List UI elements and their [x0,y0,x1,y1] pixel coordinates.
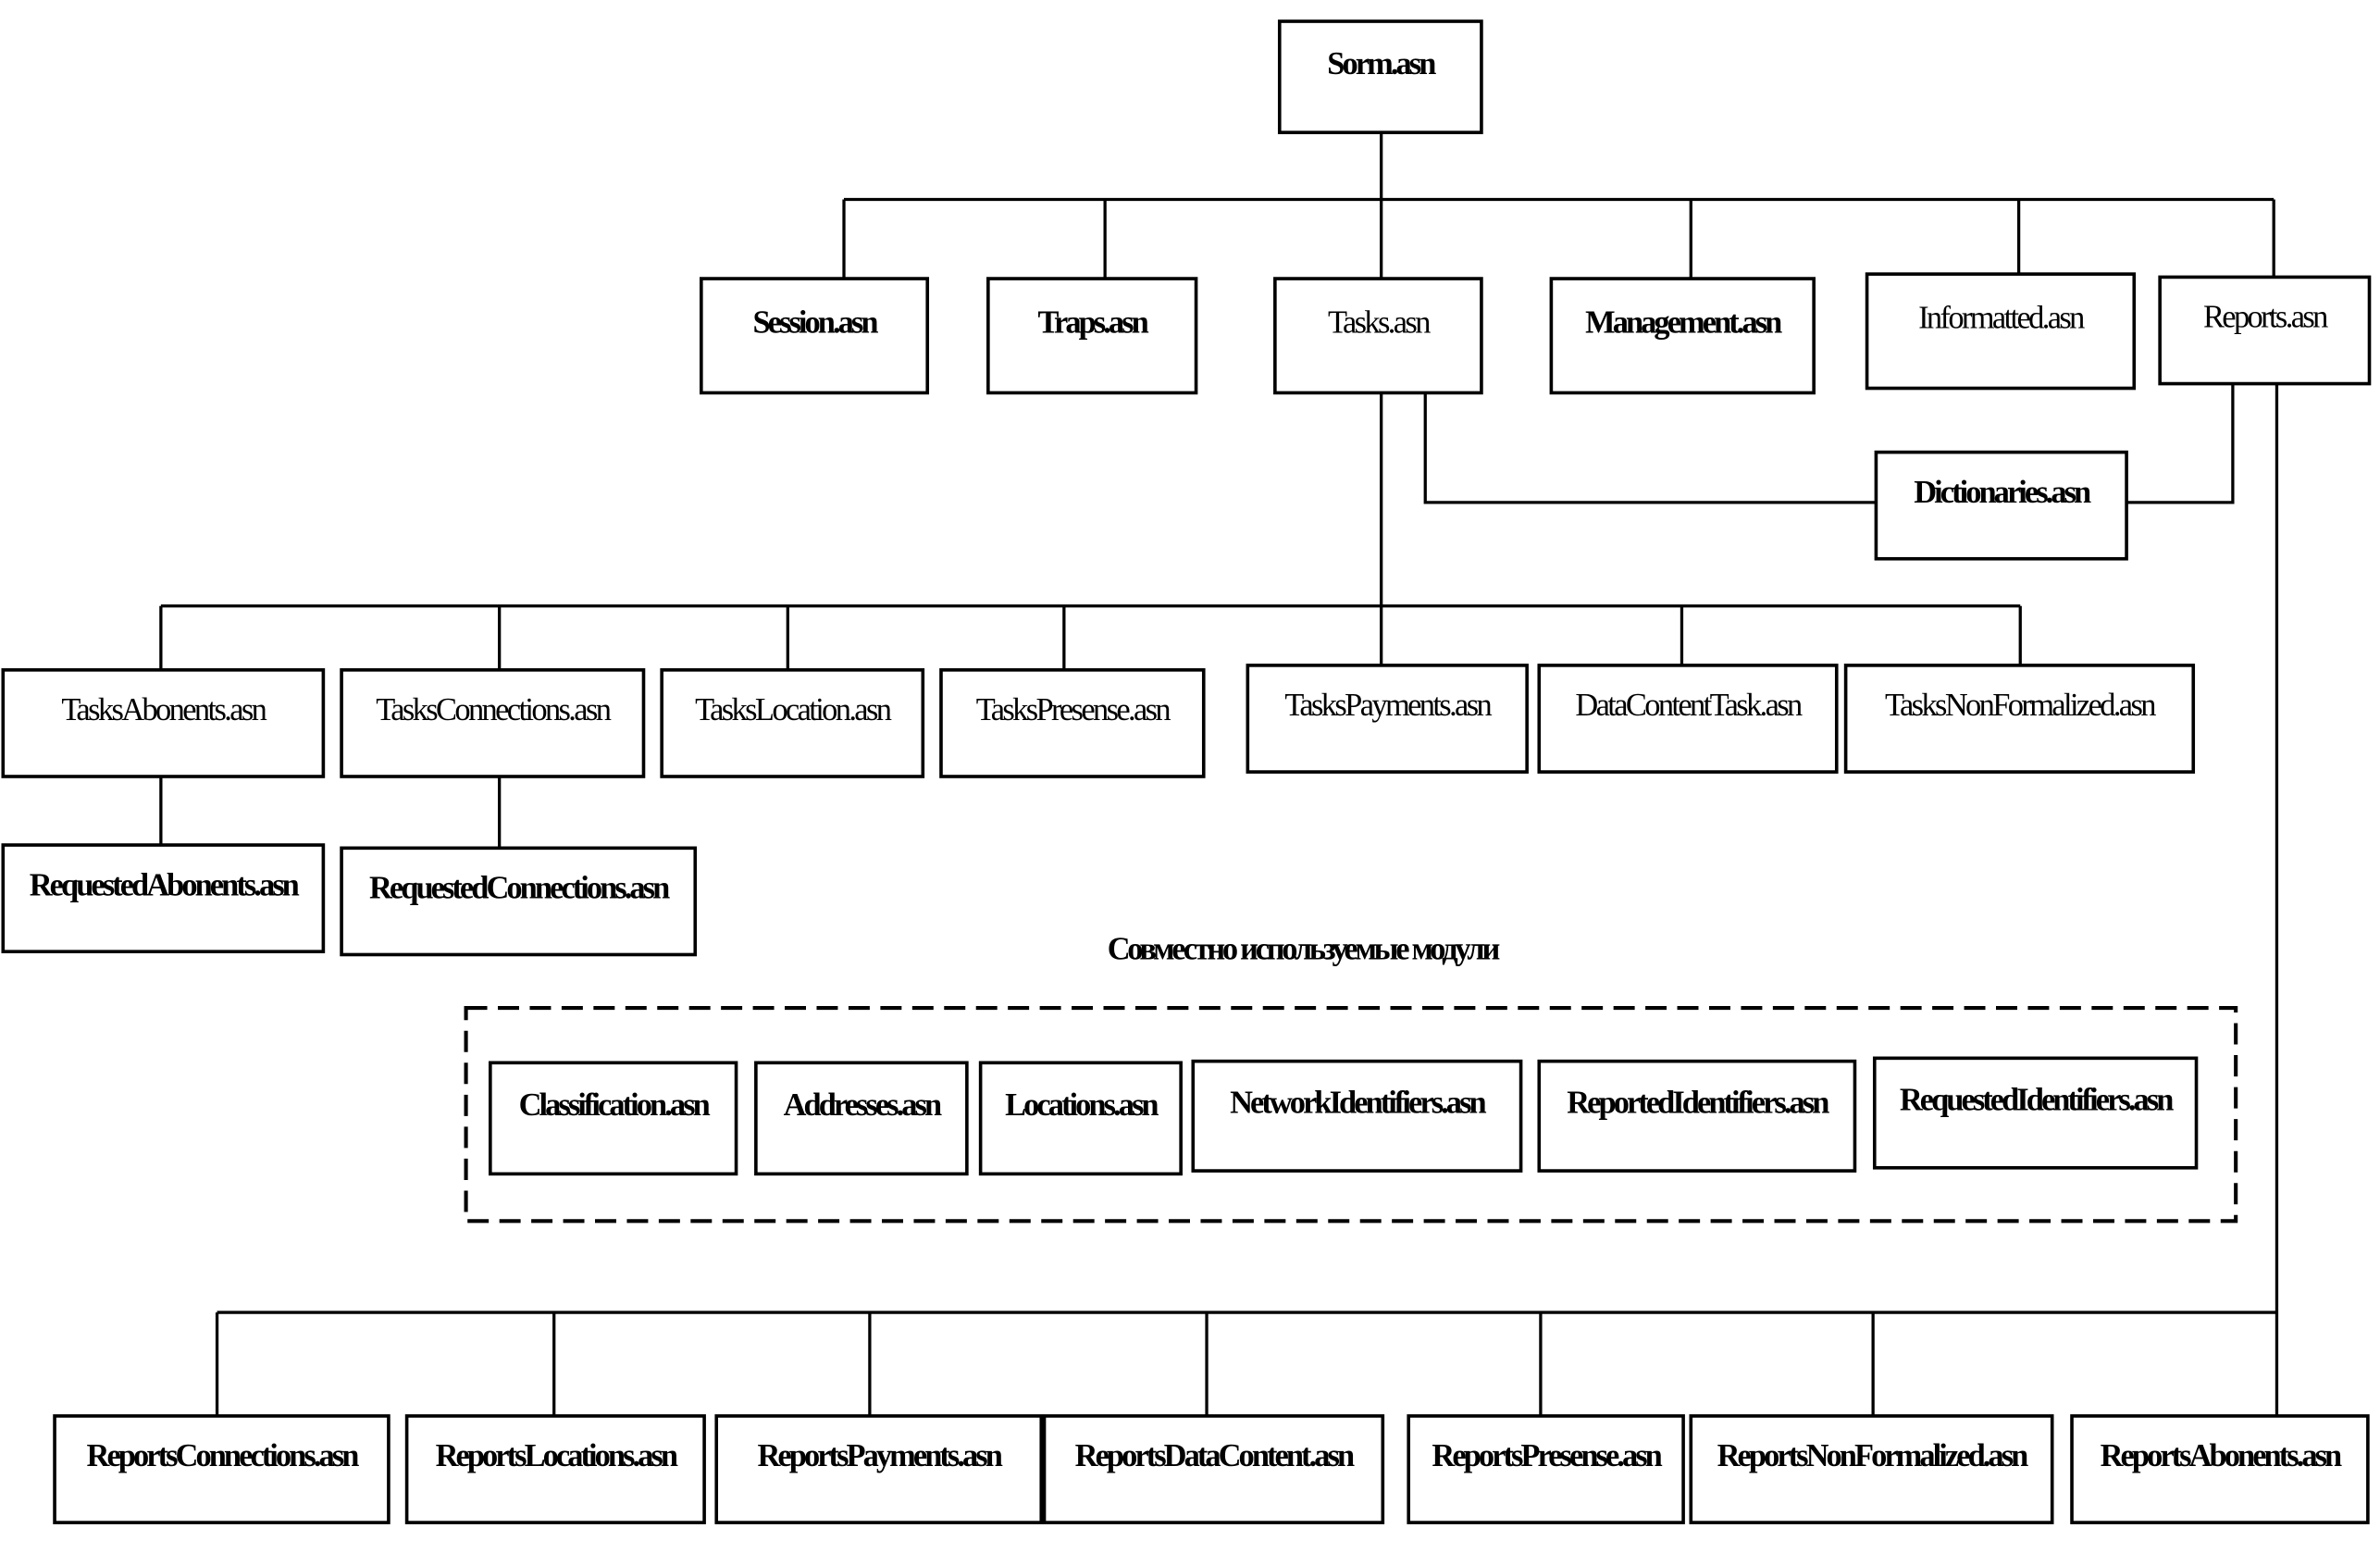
module-label: ReportsPresense.asn [1432,1438,1662,1473]
module-box-border [1843,664,2196,774]
module-box-reported-identifiers: ReportedIdentifiers.asn [1537,1059,1857,1173]
module-box-border [53,1414,390,1524]
module-label: ReportsConnections.asn [87,1438,360,1473]
module-box-addresses: Addresses.asn [754,1061,969,1176]
module-box-dictionaries: Dictionaries.asn [1874,450,2128,561]
module-box-border [1277,19,1483,134]
module-label: Tasks.asn [1328,304,1431,340]
module-label: Traps.asn [1038,304,1149,340]
module-label: TasksAbonents.asn [61,692,267,727]
module-box-tasks-location: TasksLocation.asn [660,668,925,778]
module-box-informatted: Informatted.asn [1865,272,2137,391]
connector-reports-dictionaries [2126,383,2235,504]
module-box-reports: Reports.asn [2158,275,2372,386]
module-box-border [489,1061,738,1176]
module-label: Management.asn [1585,304,1782,340]
shared-modules-caption: Совместно используемые модули [1108,931,1500,966]
module-label: Dictionaries.asn [1914,475,2091,510]
module-label: ReportsNonFormalized.asn [1717,1438,2028,1473]
module-label: DataContentTask.asn [1575,688,1803,723]
module-box-border [2070,1414,2370,1524]
module-box-reports-presense: ReportsPresense.asn [1407,1414,1685,1524]
connector-tasks-dictionaries [1423,392,1877,504]
module-box-border [660,668,925,778]
module-box-border [1,843,326,953]
shared-modules-group [464,1005,2238,1224]
module-label: Reports.asn [2203,300,2328,335]
module-box-border [2158,275,2372,386]
module-box-tasks-payments: TasksPayments.asn [1246,664,1529,774]
module-label: ReportsAbonents.asn [2101,1438,2342,1473]
module-label: Sorm.asn [1327,46,1436,81]
module-box-border [1537,664,1839,774]
module-box-border [1273,277,1483,395]
module-box-border [340,668,646,778]
module-box-requested-abonents: RequestedAbonents.asn [1,843,326,953]
module-label: Addresses.asn [784,1087,942,1123]
module-box-sorm: Sorm.asn [1277,19,1483,134]
module-box-border [1865,272,2137,391]
module-box-data-content-task: DataContentTask.asn [1537,664,1839,774]
module-label: Session.asn [752,304,878,340]
module-label: Informatted.asn [1918,300,2085,335]
module-box-tasks-abonents: TasksAbonents.asn [1,668,326,778]
module-label: ReportsLocations.asn [436,1438,678,1473]
module-box-reports-locations: ReportsLocations.asn [404,1414,706,1524]
module-box-tasks: Tasks.asn [1273,277,1483,395]
module-label: TasksLocation.asn [695,692,892,727]
module-box-border [1537,1059,1857,1173]
module-label: ReportedIdentifiers.asn [1567,1086,1829,1121]
module-label: TasksConnections.asn [376,692,611,727]
module-box-network-identifiers: NetworkIdentifiers.asn [1191,1059,1523,1173]
module-box-border [1191,1059,1523,1173]
module-box-border [1874,450,2128,561]
module-box-reports-data-content: ReportsDataContent.asn [1042,1414,1385,1524]
module-label: TasksPresense.asn [976,692,1171,727]
module-box-border [1872,1056,2199,1170]
module-box-border [1689,1414,2054,1524]
module-box-reports-connections: ReportsConnections.asn [53,1414,390,1524]
module-box-border [700,277,930,395]
module-label: RequestedIdentifiers.asn [1900,1082,2174,1117]
module-box-border [939,668,1206,778]
module-box-reports-non-formalized: ReportsNonFormalized.asn [1689,1414,2054,1524]
module-box-border [1,668,326,778]
module-box-locations: Locations.asn [978,1061,1183,1176]
module-box-border [1042,1414,1385,1524]
module-box-border [714,1414,1044,1524]
module-box-border [754,1061,969,1176]
module-label: Classification.asn [519,1087,711,1123]
module-label: RequestedConnections.asn [369,871,670,906]
module-label: TasksNonFormalized.asn [1885,688,2156,723]
module-box-reports-abonents: ReportsAbonents.asn [2070,1414,2370,1524]
module-label: NetworkIdentifiers.asn [1230,1086,1486,1121]
module-box-border [1549,277,1816,395]
module-box-border [1407,1414,1685,1524]
module-box-classification: Classification.asn [489,1061,738,1176]
module-label: Locations.asn [1005,1087,1159,1123]
module-label: ReportsDataContent.asn [1075,1438,1355,1473]
module-box-border [1246,664,1529,774]
module-label: ReportsPayments.asn [758,1438,1003,1473]
module-box-requested-identifiers: RequestedIdentifiers.asn [1872,1056,2199,1170]
module-box-management: Management.asn [1549,277,1816,395]
module-box-traps: Traps.asn [986,277,1198,395]
module-box-reports-payments: ReportsPayments.asn [714,1414,1044,1524]
module-box-border [340,846,698,957]
connectors [159,132,2279,1416]
module-box-tasks-non-formalized: TasksNonFormalized.asn [1843,664,2196,774]
module-box-border [978,1061,1183,1176]
module-box-session: Session.asn [700,277,930,395]
module-box-tasks-connections: TasksConnections.asn [340,668,646,778]
module-box-tasks-presense: TasksPresense.asn [939,668,1206,778]
module-box-border [404,1414,706,1524]
module-label: TasksPayments.asn [1284,688,1492,723]
module-label: RequestedAbonents.asn [30,867,300,902]
module-box-requested-connections: RequestedConnections.asn [340,846,698,957]
module-box-border [986,277,1198,395]
